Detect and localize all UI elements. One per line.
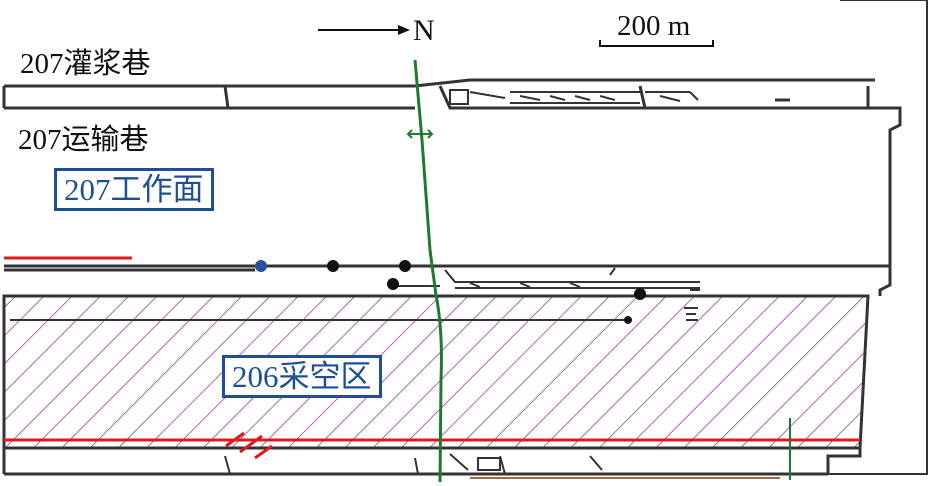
goaf-label: 206采空区 — [222, 355, 382, 398]
black-point — [399, 260, 411, 272]
goaf-area — [2, 294, 870, 450]
scale-label: 200 m — [617, 10, 691, 42]
north-label: N — [413, 14, 435, 47]
black-point — [624, 316, 632, 324]
bottom-roadway-details — [224, 453, 603, 475]
grout-roadway-outline — [2, 78, 875, 110]
north-arrow-icon — [318, 25, 410, 35]
grout-roadway-details — [449, 89, 699, 105]
map-frame — [828, 0, 928, 475]
blue-point — [255, 260, 267, 272]
fault-line — [413, 59, 443, 483]
scale-bar — [599, 40, 714, 47]
grout-roadway-label: 207灌浆巷 — [20, 48, 151, 80]
black-point — [387, 278, 399, 290]
connecting-roadway — [395, 267, 700, 321]
working-face-label: 207工作面 — [54, 168, 214, 211]
black-point — [327, 260, 339, 272]
bottom-roadway-outline — [2, 448, 862, 476]
haul-roadway-label: 207运输巷 — [18, 124, 149, 156]
fault-marker — [406, 129, 434, 139]
working-face-outline — [4, 106, 902, 296]
black-point — [634, 288, 646, 300]
